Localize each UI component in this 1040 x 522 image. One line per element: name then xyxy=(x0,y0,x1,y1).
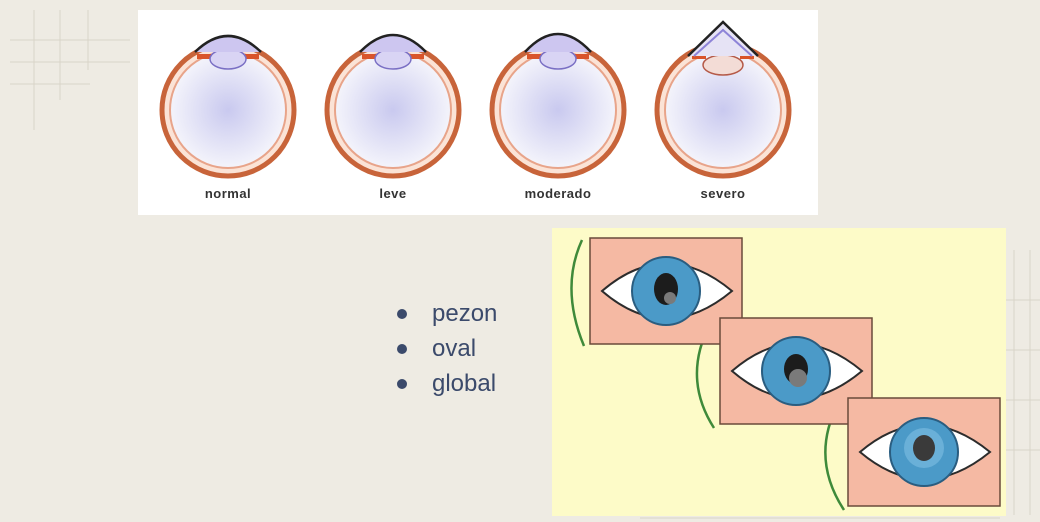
bullet-dot-icon xyxy=(397,379,407,389)
bullet-item: oval xyxy=(394,331,497,366)
eye-front-view-3 xyxy=(848,398,1000,506)
bullet-dot-icon xyxy=(397,309,407,319)
cross-section-label: moderado xyxy=(483,186,633,201)
bullet-list: pezon oval global xyxy=(394,296,497,401)
bullet-item: global xyxy=(394,366,497,401)
eye-cross-section-icon xyxy=(648,10,798,185)
cross-section-label: leve xyxy=(318,186,468,201)
cross-section-panel: normal leve moderado xyxy=(138,10,818,215)
eye-front-views xyxy=(552,228,1006,516)
cross-section-normal: normal xyxy=(153,10,303,215)
eye-cross-section-icon xyxy=(318,10,468,185)
cross-section-severo: severo xyxy=(648,10,798,215)
eye-front-view-1 xyxy=(590,238,742,344)
eye-cross-section-icon xyxy=(153,10,303,185)
cross-section-moderado: moderado xyxy=(483,10,633,215)
eye-cross-section-icon xyxy=(483,10,633,185)
cross-section-label: normal xyxy=(153,186,303,201)
eye-front-view-panel xyxy=(552,228,1006,516)
cross-section-leve: leve xyxy=(318,10,468,215)
bullet-item: pezon xyxy=(394,296,497,331)
cross-section-label: severo xyxy=(648,186,798,201)
bullet-dot-icon xyxy=(397,344,407,354)
cornea-profile-icon xyxy=(571,240,584,346)
